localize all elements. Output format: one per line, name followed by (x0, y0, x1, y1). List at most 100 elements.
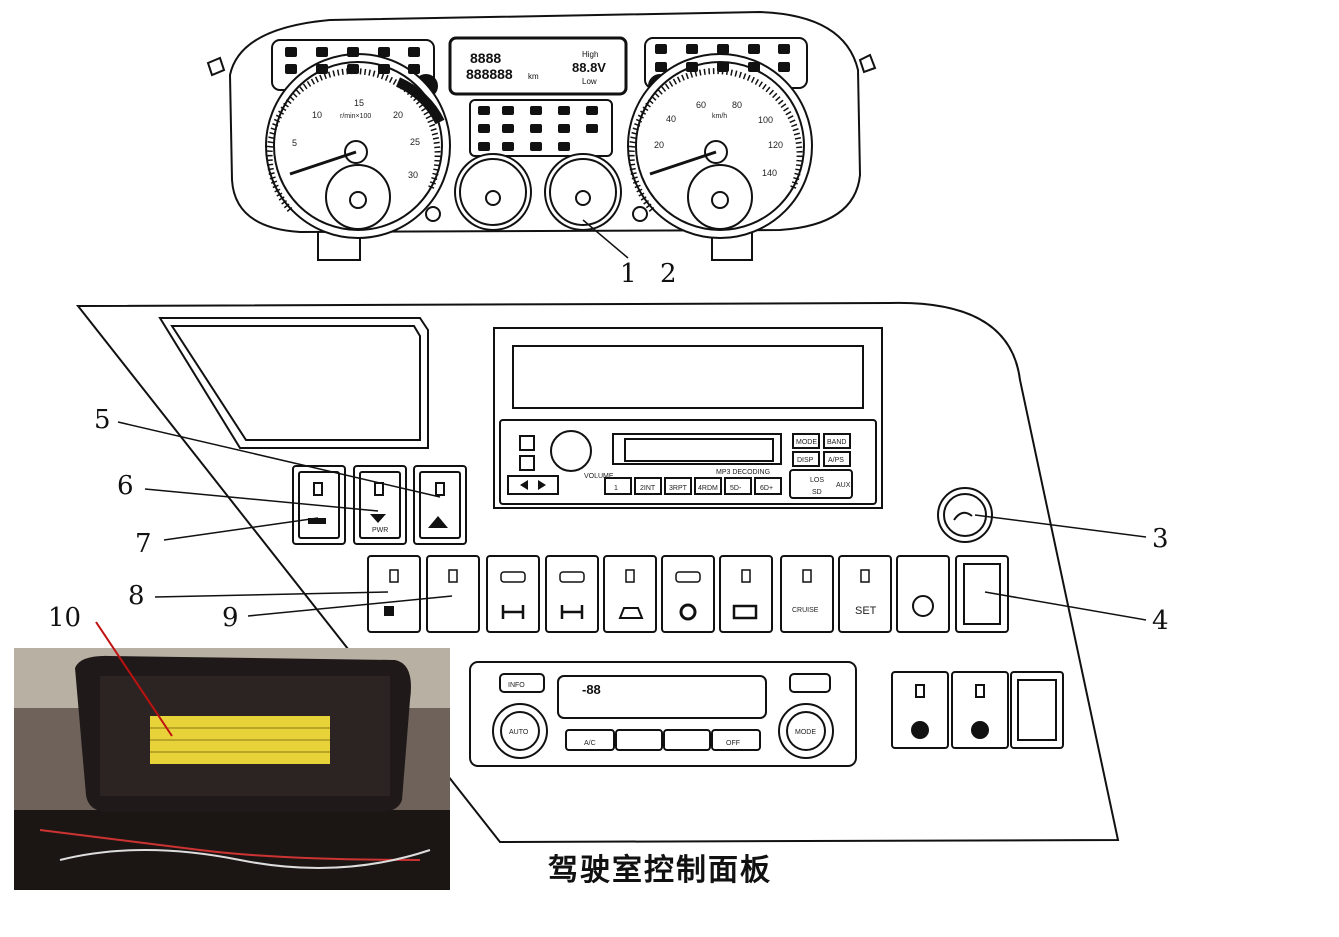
switch-cab-tilt[interactable] (603, 555, 657, 633)
callout-leader-10 (95, 621, 173, 737)
main-switch-led-windows (389, 569, 870, 583)
lower-right-switches (891, 671, 1064, 749)
radio-button-band[interactable]: BAND (827, 439, 846, 446)
tach-tick-label: 25 (410, 137, 420, 147)
instrument-cluster (206, 10, 877, 261)
switch-diff-lock-1[interactable] (486, 555, 540, 633)
radio-head-unit (493, 327, 883, 509)
switch-diff-lock-2[interactable] (545, 555, 599, 633)
radio-volume-label: VOLUME (584, 473, 614, 480)
climate-info-label: INFO (508, 682, 525, 689)
callout-leader-9 (247, 595, 453, 617)
tach-red-zone (395, 77, 445, 125)
climate-off-button[interactable] (711, 729, 761, 751)
radio-button-aps[interactable]: A/PS (828, 457, 844, 464)
speedo-tick-label: 20 (654, 140, 664, 150)
climate-ac-button[interactable] (565, 729, 615, 751)
climate-auto-label: AUTO (509, 729, 529, 736)
diff-lock-icon (560, 605, 584, 619)
speedo-tick-label: 80 (732, 100, 742, 110)
pwr-label: PWR (372, 527, 388, 534)
rear-fog-icon (447, 606, 461, 616)
info-icon (912, 595, 934, 617)
speedo-tick-label: 60 (696, 100, 706, 110)
radio-los-label: LOS (810, 477, 824, 484)
fuse-box-photo (14, 648, 450, 890)
climate-off-label: OFF (726, 740, 740, 747)
switch-lower-1[interactable] (891, 671, 949, 749)
lcd-km-unit: km (528, 72, 539, 81)
radio-preset-1[interactable]: 1 (614, 485, 618, 492)
switch-info[interactable] (896, 555, 950, 633)
callout-1: 1 (620, 259, 637, 289)
callout-leader-1 (582, 219, 629, 259)
radio-preset-3[interactable]: 3RPT (669, 485, 688, 492)
climate-mode-label: MODE (795, 729, 816, 736)
radio-sd-label: SD (812, 489, 822, 496)
speedo-tick-label: 40 (666, 114, 676, 124)
tach-tick-label: 20 (393, 110, 403, 120)
speedo-unit-label: km/h (712, 113, 727, 120)
callout-4: 4 (1152, 606, 1169, 636)
radio-button-disp[interactable]: DISP (797, 457, 814, 464)
callout-leader-4 (984, 591, 1147, 621)
radio-aux-label: AUX (836, 482, 851, 489)
climate-recirc-button[interactable] (615, 729, 663, 751)
switch-beacon[interactable] (661, 555, 715, 633)
climate-fan-button[interactable] (663, 729, 711, 751)
radio-preset-6[interactable]: 6D+ (760, 485, 773, 492)
main-switch-row (367, 555, 1009, 633)
callout-leader-3 (974, 514, 1147, 538)
climate-control-panel (469, 661, 857, 767)
lcd-high-label: High (582, 50, 598, 59)
callout-2: 2 (660, 259, 677, 289)
switch-hill-assist[interactable] (413, 465, 467, 545)
switch-set[interactable] (838, 555, 892, 633)
tach-tick-label: 15 (354, 98, 364, 108)
radio-preset-4[interactable]: 4RDM (698, 485, 718, 492)
switch-engine-diag[interactable] (719, 555, 773, 633)
callout-3: 3 (1152, 524, 1169, 554)
tach-tick-label: 5 (292, 138, 297, 148)
switch-blank[interactable] (955, 555, 1009, 633)
callout-leader-5 (117, 421, 441, 498)
cab-tilt-icon (618, 607, 644, 619)
callout-10: 10 (48, 603, 81, 633)
callout-leader-8 (154, 591, 389, 598)
switch-cruise[interactable] (780, 555, 834, 633)
callout-7: 7 (135, 529, 152, 559)
radio-seek-arrows-icon[interactable] (520, 480, 546, 490)
lcd-low-label: Low (582, 77, 597, 86)
climate-display: -88 (582, 682, 601, 697)
switch-rear-fog[interactable] (426, 555, 480, 633)
speedo-tick-label: 100 (758, 115, 773, 125)
callout-leader-7 (163, 517, 319, 541)
switch-front-fog[interactable] (367, 555, 421, 633)
switch-lower-2[interactable] (951, 671, 1009, 749)
main-switch-symbol-icons (384, 595, 934, 621)
speedo-tick-label: 140 (762, 168, 777, 178)
radio-preset-5[interactable]: 5D- (730, 485, 742, 492)
hill-icon (428, 516, 448, 528)
radio-preset-2[interactable]: 2INT (640, 485, 656, 492)
diagram-caption: 驾驶室控制面板 (548, 853, 772, 888)
speedo-tick-label: 120 (768, 140, 783, 150)
lcd-voltage: 88.8V (572, 60, 606, 75)
radio-brand-label: MP3 DECODING (716, 469, 770, 476)
cruise-label: CRUISE (792, 607, 819, 614)
tach-unit-label: r/min×100 (340, 113, 371, 120)
climate-ac-label: A/C (584, 740, 596, 747)
callout-8: 8 (128, 581, 145, 611)
callout-leader-6 (144, 488, 379, 512)
lcd-odometer-bottom: 888888 (466, 66, 513, 82)
callout-9: 9 (222, 603, 239, 633)
radio-button-mode[interactable]: MODE (796, 439, 817, 446)
switch-lower-blank[interactable] (1010, 671, 1064, 749)
diff-lock-icon (501, 605, 525, 619)
upper-storage-opening (158, 317, 429, 449)
pto-icon (370, 514, 386, 523)
cigarette-lighter[interactable] (937, 487, 993, 543)
lcd-odometer-top: 8888 (470, 50, 501, 66)
callout-6: 6 (117, 471, 134, 501)
